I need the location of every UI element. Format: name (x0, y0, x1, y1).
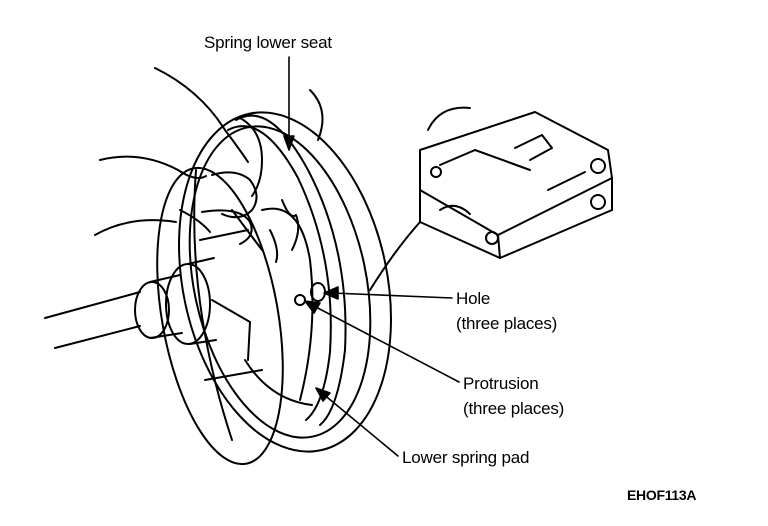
arrowhead-protrusion (304, 300, 321, 314)
arrowhead-seat (283, 135, 295, 151)
label-spring-lower-seat: Spring lower seat (204, 33, 332, 52)
spring-lower-seat-drawing (156, 111, 392, 466)
label-lower-spring-pad: Lower spring pad (402, 448, 530, 467)
arrowhead-hole (323, 286, 339, 300)
label-hole: Hole (456, 289, 491, 308)
label-protrusion-note: (three places) (463, 399, 565, 418)
lower-spring-pad-drawing (227, 114, 347, 426)
arrowhead-pad (315, 387, 331, 402)
figure-code: EHOF113A (627, 487, 697, 503)
shaft-drawing (44, 257, 217, 349)
label-protrusion: Protrusion (463, 374, 539, 393)
leader-lines (283, 56, 460, 457)
label-hole-note: (three places) (456, 314, 558, 333)
strut-bracket-drawing (369, 106, 613, 291)
hand-drawing (94, 67, 324, 245)
